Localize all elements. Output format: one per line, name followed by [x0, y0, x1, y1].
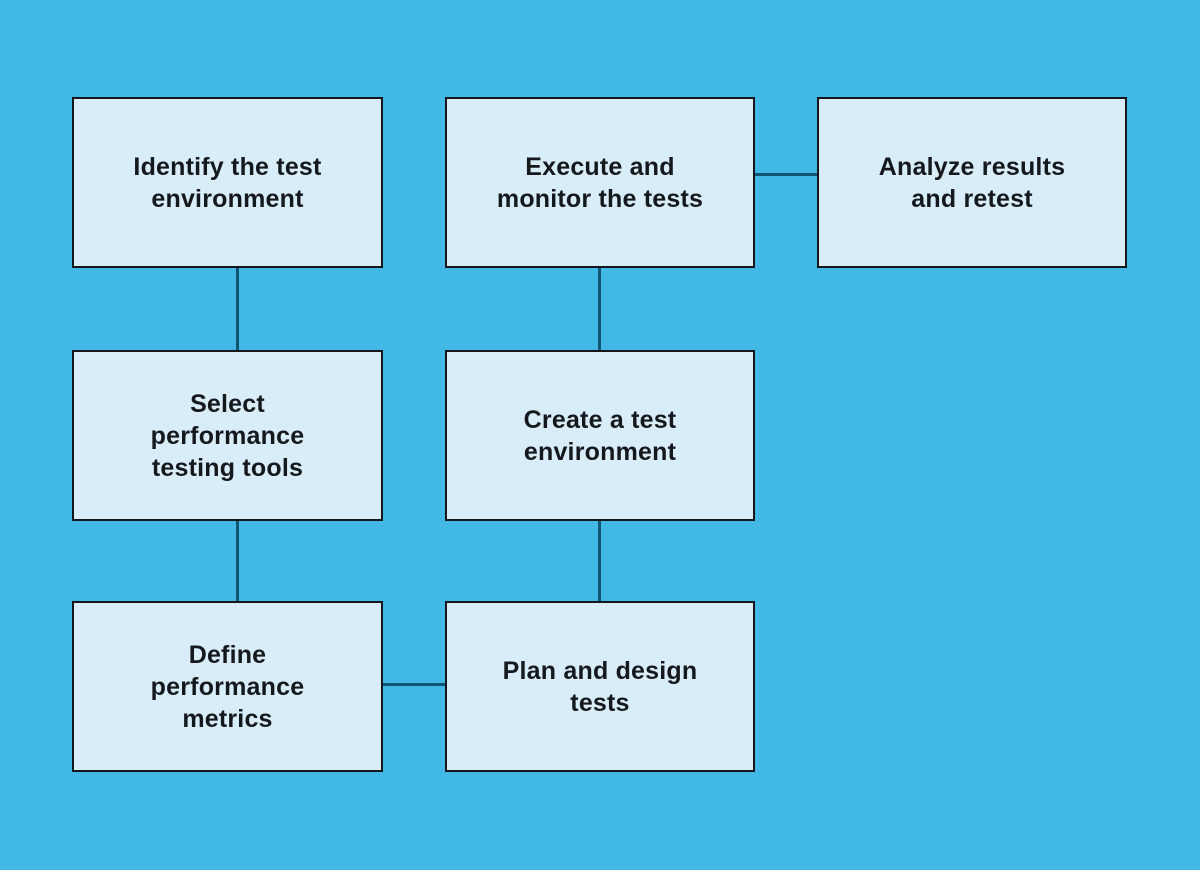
connector-identify-to-select — [236, 266, 239, 352]
node-analyze-results-and-retest: Analyze results and retest — [817, 97, 1127, 268]
node-define-performance-metrics: Define performance metrics — [72, 601, 383, 772]
node-create-a-test-environment: Create a test environment — [445, 350, 755, 521]
node-label-line: tests — [570, 688, 630, 717]
node-label-line: and retest — [911, 184, 1033, 213]
node-label-line: monitor the tests — [496, 184, 704, 213]
node-label-line: Analyze results — [878, 152, 1066, 181]
connector-create-to-execute — [598, 266, 601, 352]
node-label-line: metrics — [182, 704, 273, 733]
node-label-line: testing tools — [151, 453, 304, 482]
node-identify-the-test-environment: Identify the test environment — [72, 97, 383, 268]
node-label: Identify the test environment — [133, 151, 321, 215]
node-label-line: Execute and — [525, 152, 675, 181]
node-label-line: Define — [188, 640, 267, 669]
node-label-line: Plan and design — [502, 656, 698, 685]
node-label: Execute and monitor the tests — [497, 151, 703, 215]
node-label-line: environment — [523, 437, 677, 466]
node-label: Select performance testing tools — [151, 388, 305, 484]
node-label: Analyze results and retest — [879, 151, 1065, 215]
node-label-line: environment — [151, 184, 304, 213]
node-label-line: performance — [150, 672, 305, 701]
connector-define-to-plan — [381, 683, 447, 686]
node-label-line: Select — [190, 389, 265, 418]
node-label: Create a test environment — [524, 404, 677, 468]
connector-plan-to-create — [598, 519, 601, 603]
node-label-line: Identify the test — [133, 152, 322, 181]
connector-execute-to-analyze — [753, 173, 819, 176]
node-label: Plan and design tests — [503, 655, 698, 719]
node-label-line: Create a test — [523, 405, 677, 434]
node-plan-and-design-tests: Plan and design tests — [445, 601, 755, 772]
node-execute-and-monitor-the-tests: Execute and monitor the tests — [445, 97, 755, 268]
node-label-line: performance — [150, 421, 305, 450]
node-label: Define performance metrics — [151, 639, 305, 735]
connector-select-to-define — [236, 519, 239, 603]
node-select-performance-testing-tools: Select performance testing tools — [72, 350, 383, 521]
